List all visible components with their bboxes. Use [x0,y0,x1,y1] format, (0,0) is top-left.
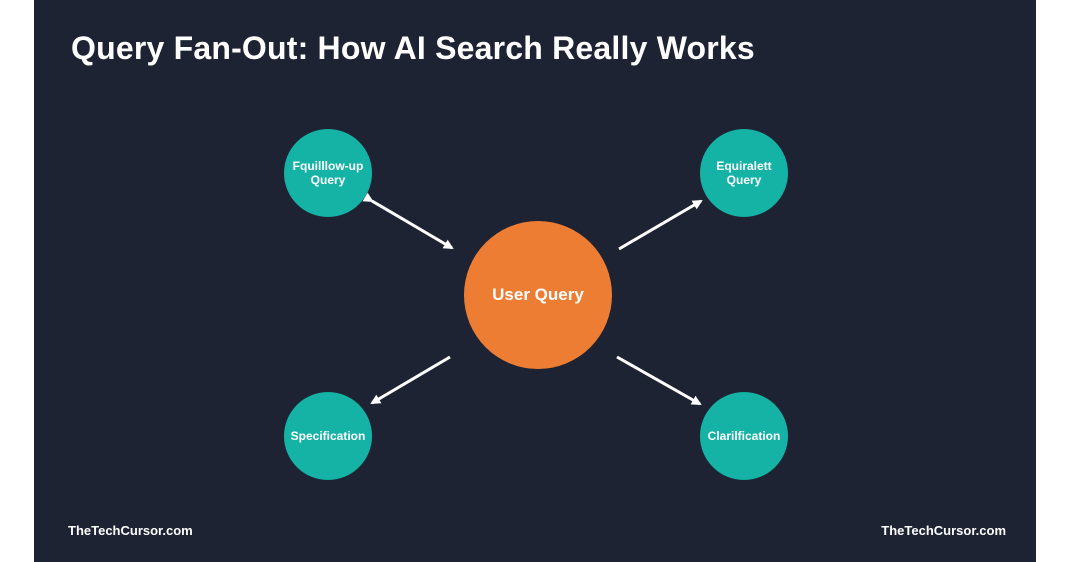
connector-arrows [362,192,703,406]
page-title: Query Fan-Out: How AI Search Really Work… [71,30,755,66]
slide: Query Fan-Out: How AI Search Really Work… [34,0,1036,562]
footer-brand-right: TheTechCursor.com [881,523,1006,538]
clarification-node: Clarilfication [700,392,788,480]
followup-query-label: Fquilllow-up Query [292,158,364,187]
user-query-node: User Query [464,221,612,369]
user-query-label: User Query [492,284,584,304]
specification-node: Specification [284,392,372,480]
arrow-clarification [616,355,702,406]
equivalent-query-label: Equiralett Query [716,158,772,187]
arrow-specification [370,355,451,405]
footer-brand-left: TheTechCursor.com [68,523,193,538]
followup-query-node: Fquilllow-up Query [284,129,372,217]
equivalent-query-node: Equiralett Query [700,129,788,217]
specification-label: Specification [290,428,366,443]
arrow-followup [362,192,454,250]
clarification-label: Clarilfication [707,428,781,443]
arrow-equivalent [618,199,703,251]
